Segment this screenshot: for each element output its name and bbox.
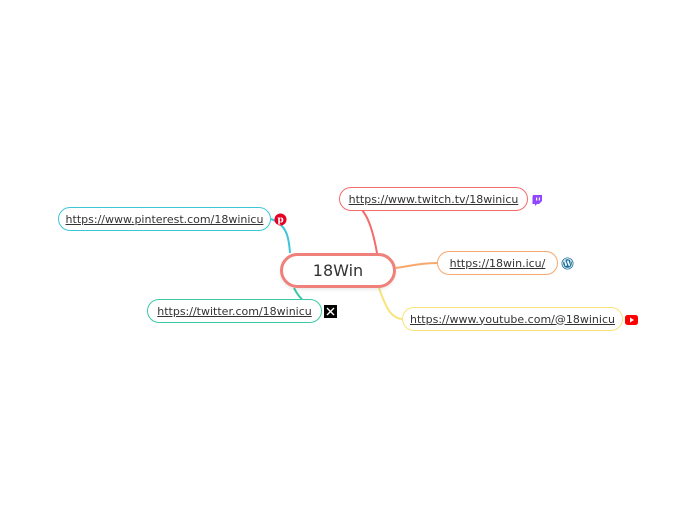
link-twitter[interactable]: https://twitter.com/18winicu (157, 304, 312, 318)
link-youtube[interactable]: https://www.youtube.com/@18winicu (410, 312, 615, 326)
node-twitch[interactable]: https://www.twitch.tv/18winicu (339, 187, 528, 211)
youtube-icon[interactable] (625, 313, 638, 326)
node-youtube[interactable]: https://www.youtube.com/@18winicu (402, 307, 623, 331)
x-icon[interactable] (324, 305, 337, 318)
link-twitch[interactable]: https://www.twitch.tv/18winicu (348, 192, 519, 206)
link-website[interactable]: https://18win.icu/ (449, 256, 546, 270)
svg-text:W: W (563, 259, 572, 268)
central-topic-label: 18Win (312, 261, 364, 280)
pinterest-icon[interactable]: p (274, 213, 287, 226)
node-website[interactable]: https://18win.icu/ (437, 251, 558, 275)
svg-text:p: p (277, 216, 283, 226)
node-twitter[interactable]: https://twitter.com/18winicu (147, 299, 322, 323)
twitch-icon[interactable] (530, 193, 543, 206)
link-pinterest[interactable]: https://www.pinterest.com/18winicu (65, 212, 264, 226)
node-pinterest[interactable]: https://www.pinterest.com/18winicu (58, 207, 271, 231)
connector-website (395, 262, 438, 269)
wordpress-icon[interactable]: W (561, 257, 574, 270)
connector-youtube (378, 287, 403, 320)
central-topic[interactable]: 18Win (280, 253, 396, 288)
